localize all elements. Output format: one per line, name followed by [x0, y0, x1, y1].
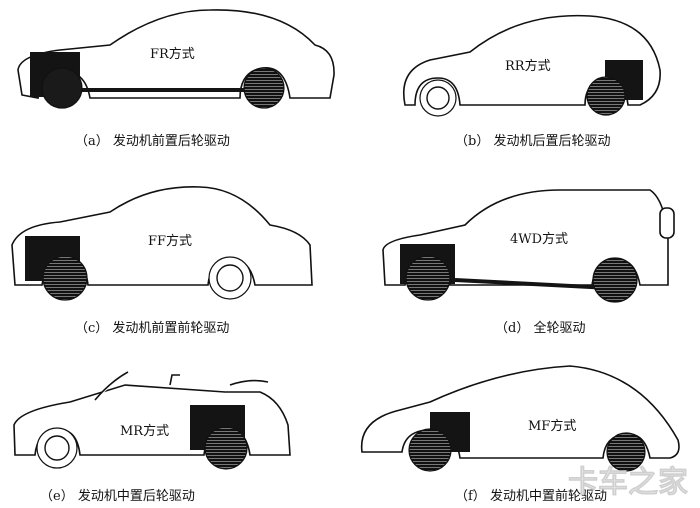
caption-e: （e） 发动机中置后轮驱动: [40, 488, 195, 504]
caption-b: （b） 发动机后置后轮驱动: [455, 133, 610, 149]
front-wheel: [405, 255, 451, 301]
layout-label: MR方式: [120, 423, 169, 439]
wheel-rim: [44, 435, 70, 461]
rear-wheel: [243, 67, 285, 109]
car-fr: FR方式: [17, 9, 335, 109]
front-wheel: [408, 428, 452, 472]
rear-wheel: [592, 257, 638, 303]
windshield-rollbar: [94, 371, 269, 401]
drive-shaft: [454, 278, 611, 290]
rear-wheel: [204, 426, 248, 470]
car-rr: RR方式: [403, 14, 661, 117]
layout-label: FR方式: [150, 46, 195, 62]
front-wheel: [42, 255, 88, 301]
wheel-rim: [216, 264, 244, 292]
layout-label: FF方式: [148, 233, 192, 249]
car-mf: MF方式: [360, 365, 680, 472]
layout-label: RR方式: [505, 58, 551, 74]
wheel-rim: [426, 86, 450, 110]
layout-label: MF方式: [528, 418, 576, 434]
caption-d: （d） 全轮驱动: [495, 320, 585, 336]
front-wheel: [41, 67, 83, 109]
car-4wd: 4WD方式: [382, 189, 675, 303]
watermark: 卡车之家: [568, 465, 688, 500]
rear-wheel: [606, 432, 646, 472]
car-mr: MR方式: [13, 371, 291, 470]
caption-f: （f） 发动机中置前轮驱动: [455, 488, 607, 504]
caption-a: （a） 发动机前置后轮驱动: [75, 133, 230, 149]
rear-wheel: [586, 76, 626, 116]
car-ff: FF方式: [11, 186, 313, 301]
layout-label: 4WD方式: [510, 231, 568, 247]
spare-tire: [659, 207, 675, 239]
caption-c: （c） 发动机前置前轮驱动: [75, 320, 229, 336]
